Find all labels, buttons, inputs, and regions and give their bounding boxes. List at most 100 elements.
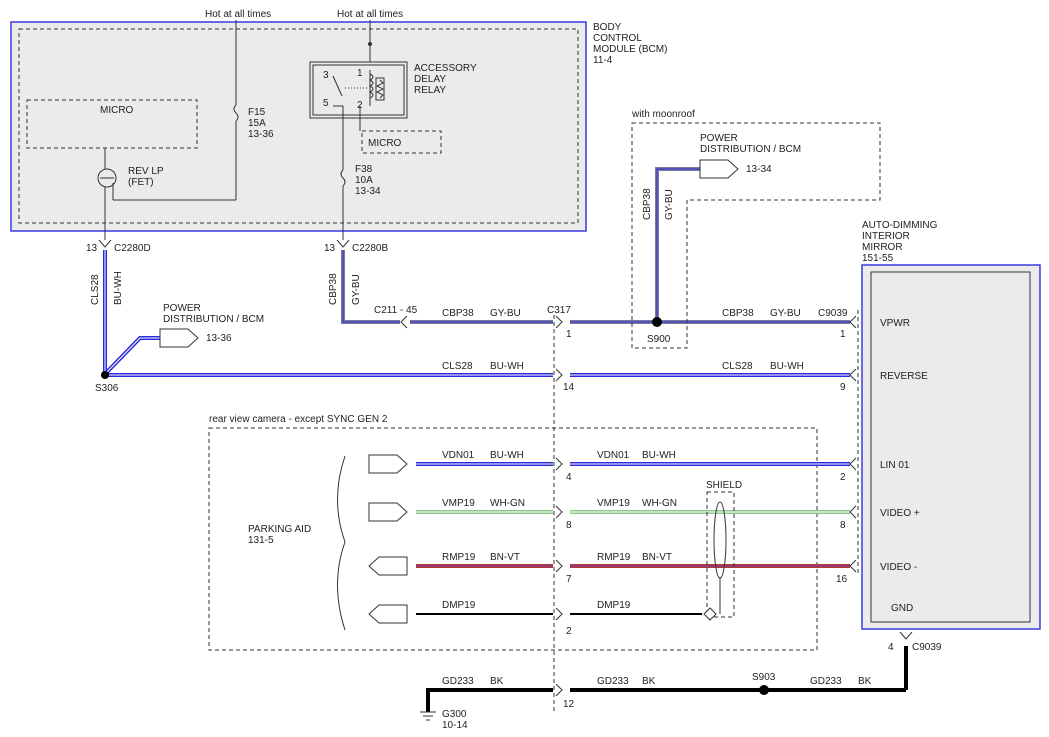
relay-resistor-zig	[375, 79, 385, 99]
vdn-c-b-label: BU-WH	[642, 450, 676, 461]
s903-splice	[759, 685, 769, 695]
power-dist-left-2: DISTRIBUTION / BCM	[163, 314, 264, 325]
c317-pin-8: 8	[566, 520, 572, 531]
s900-label: S900	[647, 334, 671, 345]
mirror-arrow-lin01	[849, 457, 857, 471]
cbp38-b-label: CBP38	[722, 308, 754, 319]
c317-pin-14: 14	[563, 382, 575, 393]
parking-aid-label-1: PARKING AID	[248, 524, 311, 535]
moonroof-region	[631, 122, 881, 349]
wire-s306-branch	[105, 336, 160, 374]
gybu-b-label: GY-BU	[770, 308, 801, 319]
relay-label-2: DELAY	[414, 74, 446, 85]
cls28-b-label: CLS28	[722, 361, 753, 372]
cbp38-a-label: CBP38	[442, 308, 474, 319]
power-dist-left-1: POWER	[163, 303, 201, 314]
micro-box-left	[26, 99, 198, 149]
cls28-a-label: CLS28	[442, 361, 473, 372]
dmp19-a-label: DMP19	[442, 600, 476, 611]
gd233-a-label: GD233	[442, 676, 474, 687]
vmp19-connector	[368, 502, 408, 522]
micro-label-left: MICRO	[100, 105, 134, 116]
c2280b-pin: 13	[324, 243, 336, 254]
hot-label-1: Hot at all times	[205, 9, 271, 20]
c211-connector-icon	[400, 315, 408, 329]
vdn01-a-label: VDN01	[442, 450, 475, 461]
gybu-a-label: GY-BU	[490, 308, 521, 319]
c317-arrows	[555, 315, 563, 697]
c317-arrow-1	[555, 315, 563, 329]
c317-pin-2: 2	[566, 626, 572, 637]
bcm-title-1: BODY	[593, 22, 622, 33]
rev-lp-label-2: (FET)	[128, 177, 154, 188]
vdn01-connector	[368, 454, 408, 474]
fuse-f38	[340, 169, 346, 187]
c317-arrow-12	[555, 683, 563, 697]
vmp19-a-label: VMP19	[442, 498, 475, 509]
g300-label: G300	[442, 709, 467, 720]
mirror-pin-video-minus-label: VIDEO -	[880, 562, 917, 573]
mirror-arrow-vpwr	[849, 315, 857, 329]
shield-ground-icon	[703, 607, 717, 621]
mirror-pin-video-minus-num: 16	[836, 574, 848, 585]
c317-arrow-2	[555, 607, 563, 621]
vdn-c-a-label: BU-WH	[490, 450, 524, 461]
mirror-pin-reverse-num: 9	[840, 382, 846, 393]
cbp38-v-label: CBP38	[328, 273, 339, 305]
c2280b-connector-icon	[336, 239, 350, 248]
c9039-bottom-connector-icon	[899, 631, 913, 640]
bcm-title-2: CONTROL	[593, 33, 642, 44]
relay-feed-dot	[368, 42, 372, 46]
mirror-pin-lin01-num: 2	[840, 472, 846, 483]
relay-pin-2: 2	[357, 100, 363, 111]
shield-region	[706, 491, 735, 618]
parking-aid-label-2: 131-5	[248, 535, 274, 546]
micro-label-right: MICRO	[368, 138, 402, 149]
c211-label: C211 - 45	[374, 305, 418, 316]
g300-ref: 10-14	[442, 720, 468, 731]
buwh-a-label: BU-WH	[490, 361, 524, 372]
bk-a-label: BK	[490, 676, 504, 687]
mirror-pin-gnd-label: GND	[891, 603, 913, 614]
bk-b-label: BK	[642, 676, 656, 687]
c9039-bottom-pin: 4	[888, 642, 894, 653]
bcm-module-inner	[18, 28, 579, 224]
bcm-title-4: 11-4	[593, 55, 613, 66]
f38-name: F38	[355, 164, 373, 175]
relay-label-3: RELAY	[414, 85, 446, 96]
mirror-pin-video-plus-label: VIDEO +	[880, 508, 920, 519]
f38-amps: 10A	[355, 175, 373, 186]
relay-switch	[332, 75, 343, 97]
c317-pin-7: 7	[566, 574, 572, 585]
rmp19-b-label: RMP19	[597, 552, 631, 563]
c317-label: C317	[547, 305, 571, 316]
s900-splice	[652, 317, 662, 327]
mirror-module-inner	[870, 271, 1031, 623]
mirror-pin-vpwr-label: VPWR	[880, 318, 910, 329]
rmp-c-a-label: BN-VT	[490, 552, 520, 563]
c317-pin-12: 12	[563, 699, 575, 710]
gd233-b-label: GD233	[597, 676, 629, 687]
s306-splice	[101, 371, 109, 379]
mirror-module-box	[861, 264, 1041, 630]
vmp-c-b-label: WH-GN	[642, 498, 677, 509]
g300-ground-icon	[420, 711, 436, 721]
hot-label-2: Hot at all times	[337, 9, 403, 20]
c9039-top-label: C9039	[818, 308, 848, 319]
bcm-module-box	[10, 21, 587, 232]
shield-label: SHIELD	[706, 480, 742, 491]
c317-pin-1: 1	[566, 329, 572, 340]
c317-arrow-8	[555, 505, 563, 519]
wire-cbp38-vertical-stripe	[342, 250, 400, 323]
c2280d-label: C2280D	[114, 243, 151, 254]
mirror-title-3: MIRROR	[862, 242, 903, 253]
power-dist-right-connector	[699, 159, 739, 179]
mirror-pin-video-plus-num: 8	[840, 520, 846, 531]
power-dist-right-ref: 13-34	[746, 164, 772, 175]
power-dist-left-ref: 13-36	[206, 333, 232, 344]
rmp19-a-label: RMP19	[442, 552, 476, 563]
mirror-arrow-video-minus	[849, 559, 857, 573]
micro-box-right	[361, 130, 442, 154]
fuse-f15	[233, 104, 239, 122]
mirror-title-2: INTERIOR	[862, 231, 910, 242]
